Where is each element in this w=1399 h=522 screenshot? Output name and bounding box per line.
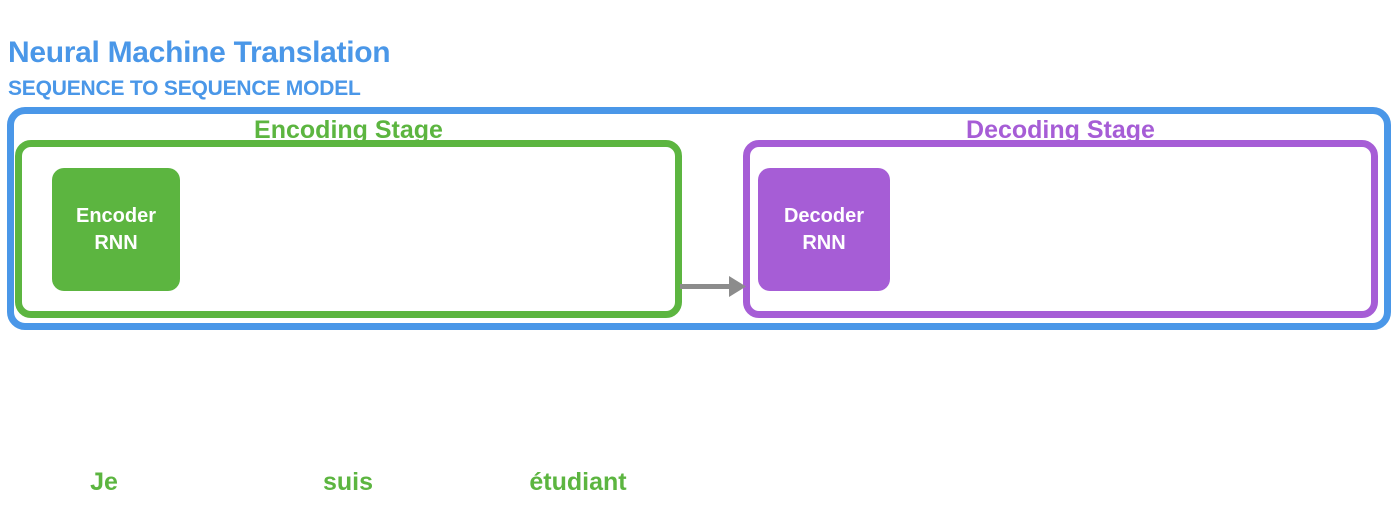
page-subtitle: SEQUENCE TO SEQUENCE MODEL: [8, 77, 361, 100]
seq2seq-model-frame: [7, 107, 1391, 330]
input-token: Je: [90, 468, 118, 496]
page-title: Neural Machine Translation: [8, 36, 391, 69]
encoding-stage-label: Encoding Stage: [254, 116, 443, 144]
input-token: suis: [322, 468, 374, 496]
encoding-stage-frame: [15, 140, 682, 318]
decoder-rnn-box: Decoder RNN: [758, 168, 890, 291]
decoding-stage-label: Decoding Stage: [966, 116, 1155, 144]
input-token: étudiant: [529, 468, 627, 496]
encoder-rnn-box: Encoder RNN: [52, 168, 180, 291]
decoding-stage-frame: [743, 140, 1378, 318]
arrow-right-icon: [680, 276, 746, 297]
